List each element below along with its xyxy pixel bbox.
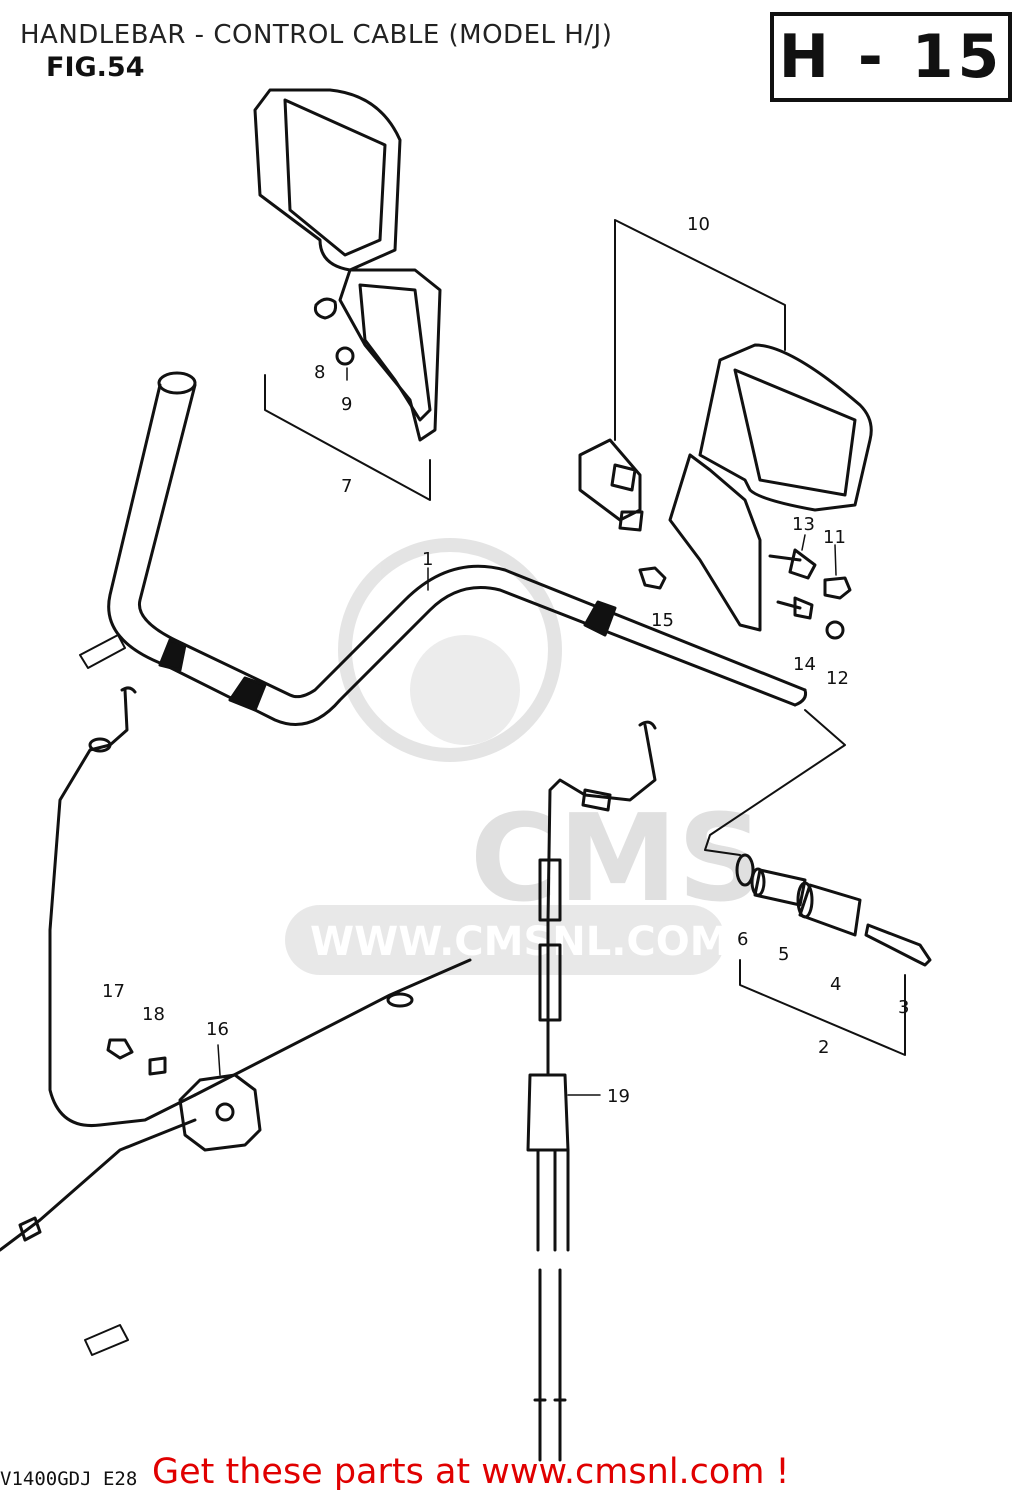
part-number-10: 10: [687, 214, 710, 235]
cable-junction-16: [178, 1073, 262, 1152]
part-number-7: 7: [341, 476, 352, 497]
part-number-13: 13: [792, 514, 815, 535]
left-mirror-cap-9: [335, 346, 355, 366]
bolt-13: [768, 548, 817, 580]
watermark-mascot-head: [338, 538, 562, 762]
part-number-15: 15: [651, 610, 674, 631]
part-number-8: 8: [314, 362, 325, 383]
bolt-14: [776, 596, 814, 620]
part-number-18: 18: [142, 1004, 165, 1025]
left-control-cable: [0, 686, 472, 1252]
part-number-16: 16: [206, 1019, 229, 1040]
part-number-14: 14: [793, 654, 816, 675]
watermark-url-text: WWW.CMSNL.COM: [310, 919, 730, 965]
part-number-3: 3: [898, 997, 909, 1018]
bolt-15: [638, 566, 667, 590]
part-number-12: 12: [826, 668, 849, 689]
promo-link-text[interactable]: Get these parts at www.cmsnl.com !: [152, 1452, 790, 1492]
part-number-17: 17: [102, 981, 125, 1002]
part-number-6: 6: [737, 929, 748, 950]
center-cable: [526, 720, 657, 1462]
watermark-mascot-face: [410, 635, 520, 745]
part-number-5: 5: [778, 944, 789, 965]
part-number-4: 4: [830, 974, 841, 995]
right-mirror-bracket-line: [614, 219, 786, 441]
handlebar: [107, 371, 807, 726]
cap-11: [823, 576, 852, 600]
left-mirror-bracket-line: [264, 374, 431, 501]
part-number-9: 9: [341, 394, 352, 415]
cms-watermark: CMS WWW.CMSNL.COM: [285, 538, 764, 975]
front-direction-marker-icon: [84, 1324, 129, 1356]
page-code-box: H - 15: [770, 12, 1012, 102]
cap-12: [825, 620, 845, 640]
part-number-1: 1: [422, 549, 433, 570]
left-mirror: [253, 88, 442, 442]
direction-arrow-icon: [79, 634, 126, 669]
figure-label: FIG.54: [46, 52, 145, 83]
left-mirror-cap-8: [313, 297, 337, 320]
screw-17: [106, 1038, 134, 1060]
watermark-cms-text: CMS: [470, 790, 764, 929]
part-number-2: 2: [818, 1037, 829, 1058]
right-mirror: [668, 343, 873, 632]
diagram-title: HANDLEBAR - CONTROL CABLE (MODEL H/J): [20, 20, 613, 50]
right-mirror-bracket: [578, 438, 644, 532]
part-number-11: 11: [823, 527, 846, 548]
model-code: V1400GDJ E28: [0, 1468, 138, 1490]
part-numbers: 1 2 3 4 5 6 7 8 9 10 11 12 13 14 15 16 1…: [102, 214, 909, 1107]
part-number-19: 19: [607, 1086, 630, 1107]
bar-end-weight-assembly: [704, 709, 932, 1056]
leader-lines: [217, 367, 837, 1096]
washer-18: [148, 1056, 167, 1076]
watermark-url-bar: [285, 905, 725, 975]
